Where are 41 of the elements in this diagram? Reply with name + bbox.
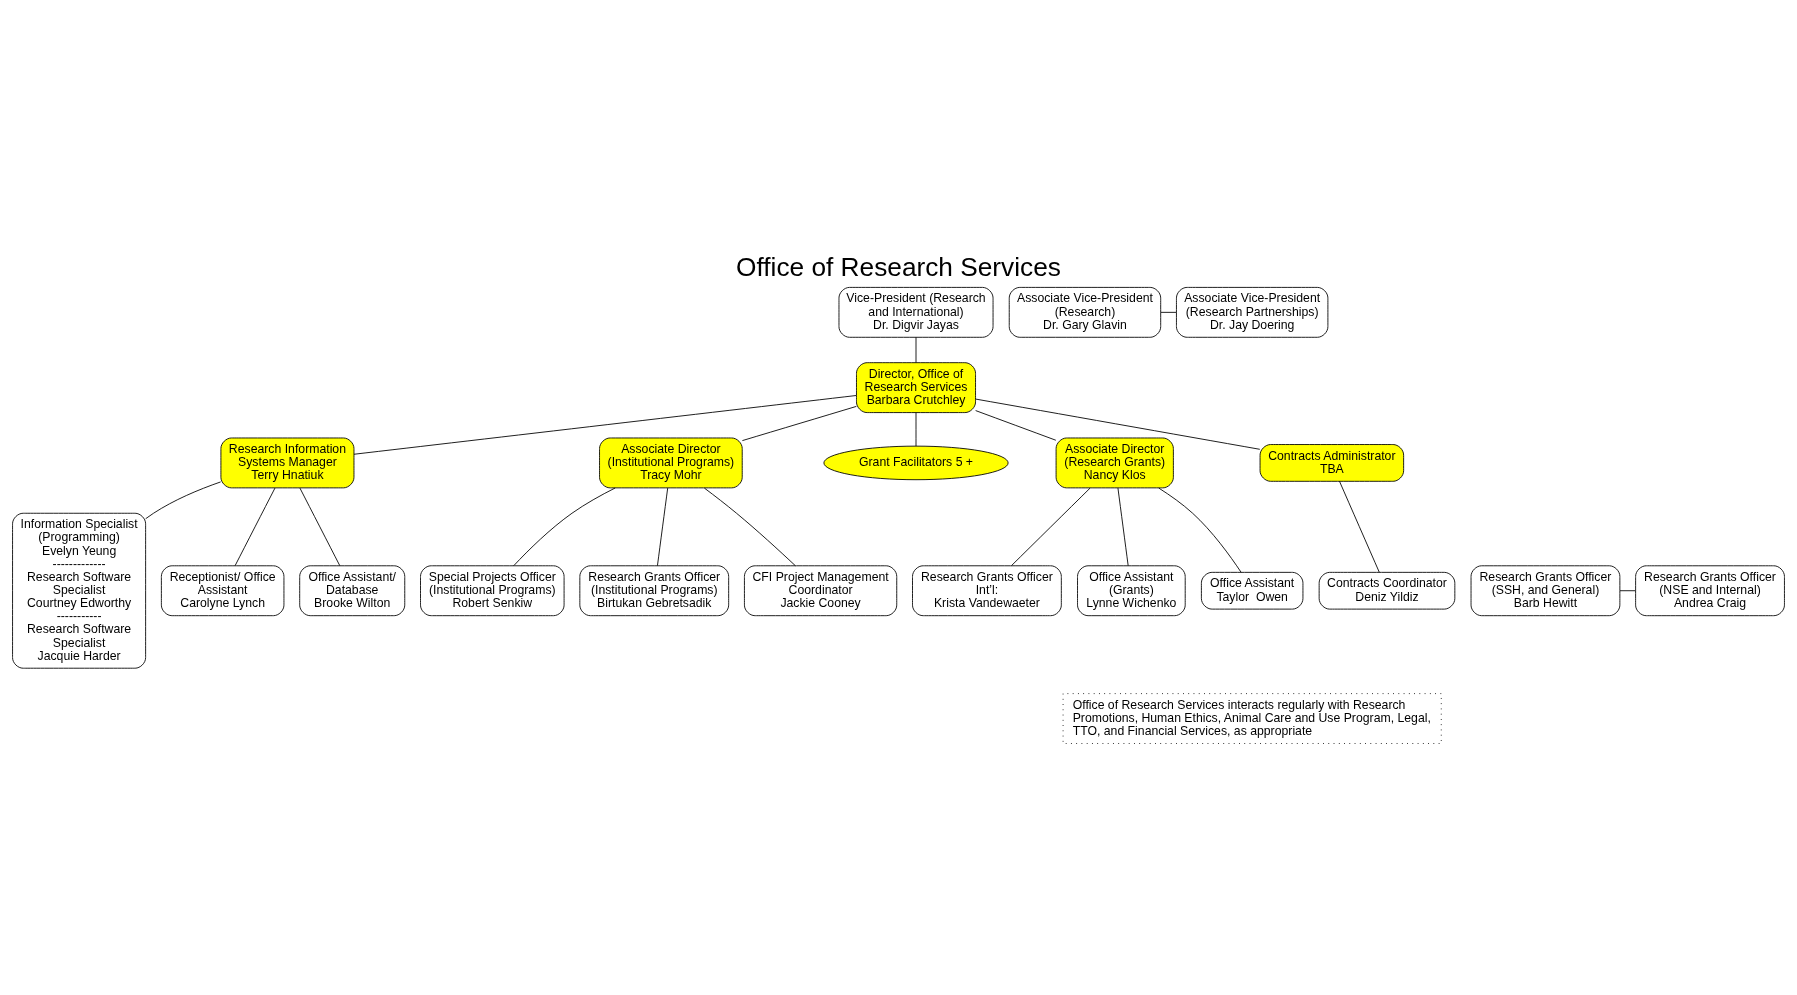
node-box: Receptionist/ Office Assistant Carolyne Lynch [160,565,285,617]
connector [1158,487,1242,573]
node-box: Research Grants Officer (Institutional Programs) Birtukan Gebretsadik [579,565,730,617]
connector [1011,487,1091,567]
connector [234,487,276,567]
node-box: Office Assistant (Grants) Lynne Wichenko [1077,565,1186,617]
node-box: Vice-President (Research and International) Dr. Digvir Jayas [838,286,994,338]
node-box: Special Projects Officer (Institutional Programs) Robert Senkiw [420,565,565,617]
node-box: Contracts Coordinator Deniz Yildiz [1318,571,1456,610]
connector [1160,311,1177,313]
node-box: CFI Project Management Coordinator Jackie Cooney [743,565,898,617]
node-box: Associate Director (Institutional Programs) Tracy Mohr [599,437,743,489]
node-ellipse: Grant Facilitators 5 + [823,445,1009,481]
connector [1619,590,1636,592]
diagram-title: Office of Research Services [736,252,1061,283]
connector [975,398,1261,450]
node-box: Research Information Systems Manager Terry Hnatiuk [220,437,355,489]
connector [657,487,669,567]
connector [915,412,917,447]
connector [1117,487,1129,567]
connector [975,410,1057,441]
node-box: Office Assistant/ Database Brooke Wilton [299,565,406,617]
node-box: Office Assistant Taylor Owen [1200,571,1304,610]
node-box: Contracts Administrator TBA [1259,444,1405,482]
node-box: Director, Office of Research Services Barbara Crutchley [856,362,976,413]
connector [353,395,857,455]
connector [299,487,341,567]
node-box: Research Grants Officer (SSH, and General) Barb Hewitt [1470,565,1621,617]
node-box: Office of Research Services interacts regularly with Research Promotions, Human Ethics, Animal Care and Use Program, Legal, TTO, and Financial Services, as appropriate [1062,693,1442,744]
connector [1339,480,1380,573]
node-box: Research Grants Officer (NSE and Internal) Andrea Craig [1635,565,1785,617]
node-box: Associate Director (Research Grants) Nancy Klos [1055,437,1174,489]
node-box: Research Grants Officer Int’l: Krista Vandewaeter [912,565,1062,617]
node-box: Associate Vice-President (Research Partnerships) Dr. Jay Doering [1176,286,1329,338]
node-box: Information Specialist (Programming) Evelyn Yeung ------------- Research Software Specialist Courtney Edworthy ----------- Research Software Specialist Jacquie Harder [12,512,147,669]
connector [145,481,222,520]
connector [741,405,857,442]
connector [915,336,917,364]
connector [703,487,796,567]
node-box: Associate Vice-President (Research) Dr. Gary Glavin [1008,286,1162,338]
connector [513,487,616,567]
